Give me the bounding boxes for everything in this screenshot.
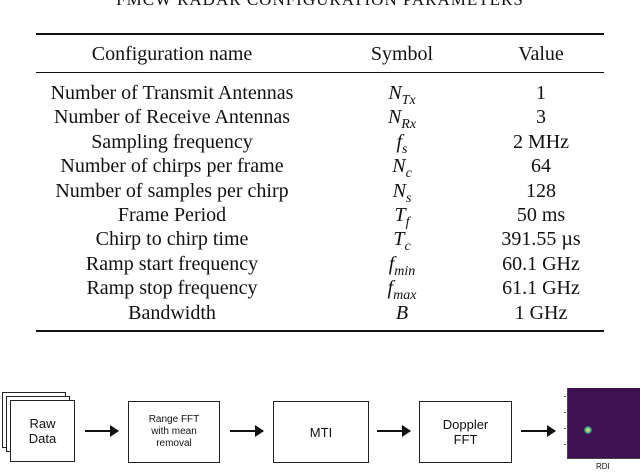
row-value: 61.1 GHz <box>502 277 580 300</box>
row-config-name: Chirp to chirp time <box>95 228 249 251</box>
symbol-base: B <box>395 301 409 324</box>
mti-label: MTI <box>309 424 333 440</box>
symbol-subscript: min <box>394 263 416 279</box>
symbol-base: f <box>388 252 395 275</box>
row-value: 64 <box>531 155 551 178</box>
rdi-label: RDI <box>596 462 610 471</box>
symbol-subscript: c <box>405 166 412 182</box>
rdi-target-blob <box>584 426 592 434</box>
table-top-rule <box>36 33 604 35</box>
rdi-tick <box>564 412 566 413</box>
range-fft-box: Range FFT with mean removal <box>128 401 220 463</box>
rdi-tick <box>564 428 566 429</box>
row-symbol: fs <box>396 130 407 162</box>
arrow-range-to-mti <box>230 425 264 437</box>
symbol-base: N <box>392 179 406 202</box>
row-config-name: Number of chirps per frame <box>60 155 284 178</box>
symbol-subscript: Tx <box>401 92 416 108</box>
row-config-name: Number of Transmit Antennas <box>50 82 294 104</box>
rdi-tick <box>564 396 566 397</box>
symbol-subscript: s <box>405 190 412 206</box>
row-config-name: Ramp stop frequency <box>86 277 258 300</box>
row-config-name: Sampling frequency <box>91 130 253 153</box>
symbol-base: T <box>393 228 405 251</box>
table-bottom-rule <box>36 330 604 332</box>
row-config-name: Number of Receive Antennas <box>53 106 291 129</box>
row-value: 391.55 µs <box>501 228 581 251</box>
symbol-subscript: Rx <box>401 117 417 133</box>
row-symbol: Nc <box>392 154 412 186</box>
row-symbol: B <box>396 301 408 325</box>
arrow-mti-to-doppler <box>377 425 411 437</box>
symbol-base: T <box>394 204 406 226</box>
row-value: 128 <box>526 179 556 202</box>
doppler-fft-line1: Doppler <box>442 417 489 432</box>
row-value: 50 ms <box>516 204 566 226</box>
rdi-image <box>567 388 640 459</box>
symbol-subscript: max <box>393 288 417 304</box>
mti-box: MTI <box>273 401 369 463</box>
row-config-name: Number of samples per chirp <box>55 179 289 202</box>
row-symbol: NTx <box>388 81 415 113</box>
row-config-name: Bandwidth <box>128 301 216 324</box>
symbol-base: N <box>388 82 402 104</box>
range-fft-line2: with mean <box>151 426 197 437</box>
header-config-name: Configuration name <box>91 43 253 65</box>
rdi-tick <box>564 444 566 445</box>
row-symbol: Tf <box>394 203 409 235</box>
header-value: Value <box>518 43 564 65</box>
row-symbol: Ns <box>393 179 412 211</box>
range-fft-line1: Range FFT <box>148 414 200 425</box>
row-symbol: fmax <box>388 276 417 308</box>
raw-data-box: Raw Data <box>10 400 75 462</box>
header-symbol: Symbol <box>370 43 434 65</box>
symbol-subscript: c <box>404 239 411 255</box>
symbol-base: f <box>387 277 394 300</box>
doppler-fft-line2: FFT <box>453 432 478 447</box>
row-value: 60.1 GHz <box>502 252 580 275</box>
doppler-fft-box: Doppler FFT <box>419 401 512 463</box>
arrow-doppler-to-rdi <box>521 425 556 437</box>
row-config-name: Frame Period <box>117 204 227 226</box>
row-symbol: Tc <box>393 227 410 259</box>
table-header-rule <box>36 72 604 73</box>
raw-data-line1: Raw <box>29 416 56 431</box>
arrow-raw-to-range <box>85 425 119 437</box>
row-value: 3 <box>536 106 546 129</box>
symbol-base: f <box>396 130 403 153</box>
symbol-subscript: f <box>405 214 410 230</box>
row-config-name: Ramp start frequency <box>85 252 259 275</box>
range-fft-line3: removal <box>156 438 192 449</box>
symbol-subscript: s <box>402 141 408 157</box>
row-symbol: NRx <box>388 105 416 137</box>
row-symbol: fmin <box>389 252 416 284</box>
raw-data-line2: Data <box>28 431 57 446</box>
symbol-base: N <box>392 155 406 178</box>
symbol-base: N <box>387 106 402 129</box>
row-value: 1 <box>536 82 546 104</box>
row-value: 1 GHz <box>514 301 568 324</box>
table-caption: FMCW RADAR CONFIGURATION PARAMETERS <box>0 0 640 10</box>
row-value: 2 MHz <box>512 130 570 153</box>
